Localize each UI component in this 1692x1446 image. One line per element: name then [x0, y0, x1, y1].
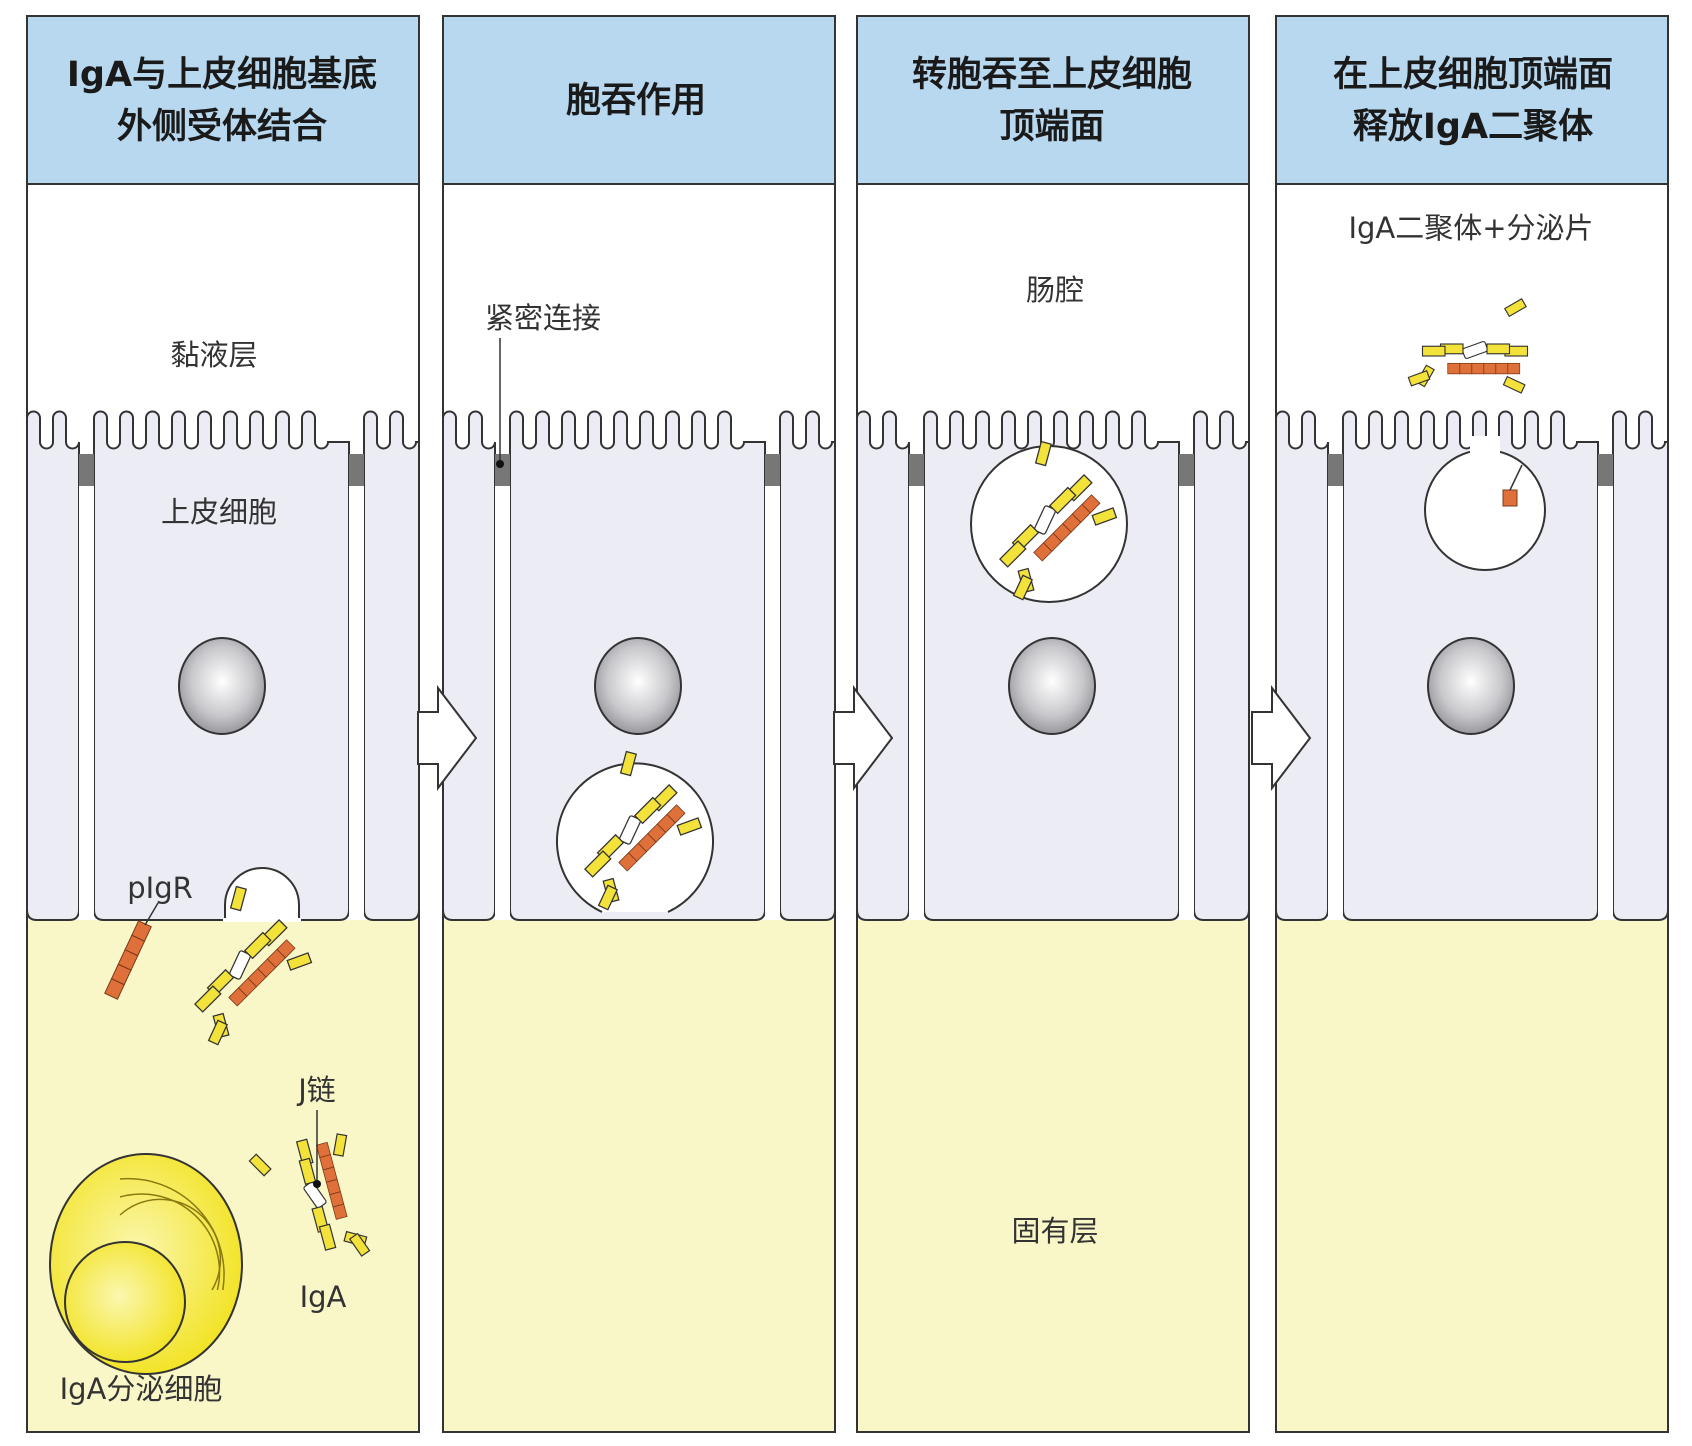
panel-3-title-line-2: 顶端面: [999, 107, 1104, 147]
iga-secreting-cell-label: IgA分泌细胞: [60, 1372, 223, 1406]
lamina-propria-area: [857, 920, 1249, 1432]
endocytic-vesicle: [556, 762, 714, 913]
step-arrow-1: [417, 685, 478, 791]
lamina-propria-area: [1276, 920, 1668, 1432]
epithelial-cell: [442, 410, 496, 921]
vesicle-opening: [1470, 436, 1500, 466]
pigr-receptor: [104, 920, 152, 1000]
nucleus-icon: [178, 637, 266, 735]
panel-4-title-line-2: 释放IgA二聚体: [1353, 107, 1593, 147]
epithelial-cell: [26, 410, 80, 921]
panel-3: [856, 15, 1250, 1433]
iga-dimer-secretory-component-label: IgA二聚体+分泌片: [1348, 211, 1593, 245]
mucus-layer-label: 黏液层: [170, 338, 257, 372]
nucleus-icon: [1008, 637, 1096, 735]
tight-junction: [495, 454, 510, 486]
pigr-leader-line: [144, 902, 159, 926]
panel-header: [856, 15, 1250, 185]
intercellular-space: [79, 486, 94, 920]
epithelial-cell: [856, 410, 910, 921]
epithelial-cell: [363, 410, 420, 921]
tight-junction: [349, 454, 364, 486]
plasma-cell-nucleus: [64, 1241, 186, 1363]
epithelial-cell: [779, 410, 836, 921]
epithelial-cell-label: 上皮细胞: [161, 495, 277, 529]
step-arrow-2: [833, 685, 894, 791]
pit-opening: [223, 918, 301, 922]
panel-header: [1275, 15, 1669, 185]
tight-junction-label: 紧密连接: [485, 301, 601, 335]
pigr-segment: [104, 978, 125, 1000]
lamina-propria-area: [27, 920, 419, 1432]
intercellular-space: [765, 486, 780, 920]
intercellular-space: [495, 486, 510, 920]
panel-3-title-line-1: 转胞吞至上皮细胞: [912, 55, 1192, 95]
epithelial-cell: [1193, 410, 1250, 921]
tight-junction-dot: [496, 460, 504, 468]
tight-junction: [909, 454, 924, 486]
step-arrow-3: [1251, 685, 1312, 791]
golgi-icon: [119, 1177, 225, 1291]
panel-header: [26, 15, 420, 185]
pigr-stub: [1502, 489, 1518, 507]
intercellular-space: [1598, 486, 1613, 920]
tight-junction: [765, 454, 780, 486]
pigr-stub-line: [1509, 464, 1523, 491]
intercellular-space: [1179, 486, 1194, 920]
tight-junction: [79, 454, 94, 486]
iga-label: IgA: [300, 1280, 347, 1314]
epithelial-cell: [1612, 410, 1669, 921]
panel-1-title-line-2: 外侧受体结合: [117, 107, 327, 147]
panel-1: [26, 15, 420, 1433]
basolateral-pit: [224, 867, 300, 920]
panel-2-title: 胞吞作用: [566, 81, 706, 121]
j-chain-label: J链: [296, 1073, 336, 1107]
tight-junction: [1598, 454, 1613, 486]
intercellular-space: [349, 486, 364, 920]
nucleus-icon: [594, 637, 682, 735]
epithelial-cell: [1275, 410, 1329, 921]
panel-1-title-line-1: IgA与上皮细胞基底: [67, 55, 377, 95]
intercellular-space: [1328, 486, 1343, 920]
intercellular-space: [909, 486, 924, 920]
tight-junction: [1179, 454, 1194, 486]
exocytic-vesicle: [1424, 449, 1546, 571]
golgi-icon: [119, 1193, 221, 1291]
nucleus-icon: [1427, 637, 1515, 735]
panel-2: [442, 15, 836, 1433]
panel-4-title-line-1: 在上皮细胞顶端面: [1333, 55, 1613, 95]
tight-junction: [1328, 454, 1343, 486]
pigr-label: pIgR: [127, 871, 193, 905]
lamina-propria-label: 固有层: [1011, 1214, 1098, 1248]
lamina-propria-area: [443, 920, 835, 1432]
j-chain-dot: [313, 1180, 321, 1188]
panel-4: [1275, 15, 1669, 1433]
gut-lumen-label: 肠腔: [1026, 273, 1084, 307]
